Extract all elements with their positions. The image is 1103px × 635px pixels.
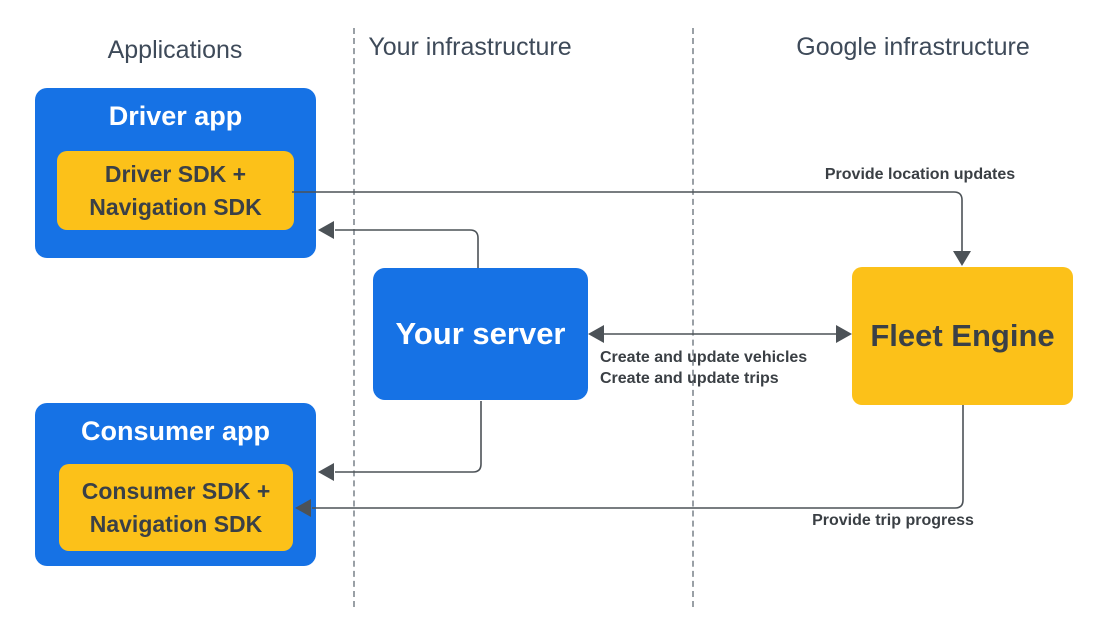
edge-your-server-to-consumer-app-line — [335, 401, 482, 473]
consumer-app-title: Consumer app — [80, 416, 271, 446]
edge-fleet-engine-to-consumer-sdk-line — [312, 405, 964, 509]
column-divider-left — [353, 28, 355, 607]
node-consumer-sdk: Consumer SDK + Navigation SDK — [59, 464, 293, 551]
node-driver-sdk: Driver SDK + Navigation SDK — [57, 151, 294, 230]
column-header-google-infrastructure: Google infrastructure — [796, 33, 1030, 61]
edge-driver-sdk-to-fleet-engine-arrowhead — [953, 251, 971, 266]
edge-label-create-update: Create and update vehicles Create and up… — [600, 347, 807, 389]
edge-your-server-to-driver-app-line — [335, 229, 479, 268]
edge-your-server-fleet-engine-right-arrowhead — [836, 325, 852, 343]
driver-sdk-line2: Navigation SDK — [89, 193, 262, 220]
edge-your-server-fleet-engine-left-arrowhead — [588, 325, 604, 343]
edge-your-server-to-driver-app-arrowhead — [318, 221, 334, 239]
edge-label-create-update-vehicles: Create and update vehicles — [600, 349, 808, 366]
edge-label-create-update-trips: Create and update trips — [600, 370, 779, 387]
edge-your-server-to-consumer-app-arrowhead — [318, 463, 334, 481]
driver-app-title: Driver app — [108, 101, 243, 131]
column-header-applications: Applications — [107, 36, 243, 64]
edge-label-provide-trip-progress: Provide trip progress — [812, 512, 974, 529]
column-header-your-infrastructure: Your infrastructure — [368, 33, 572, 61]
edge-driver-sdk-to-fleet-engine-line — [292, 191, 963, 251]
driver-sdk-line1: Driver SDK + — [104, 160, 247, 187]
node-fleet-engine: Fleet Engine — [852, 267, 1073, 405]
consumer-sdk-line1: Consumer SDK + — [81, 477, 271, 504]
column-divider-right — [692, 28, 694, 607]
fleet-engine-title: Fleet Engine — [870, 318, 1055, 353]
edge-label-provide-location-updates: Provide location updates — [824, 166, 1016, 183]
node-consumer-app: Consumer app Consumer SDK + Navigation S… — [35, 403, 316, 566]
consumer-sdk-line2: Navigation SDK — [89, 510, 263, 537]
your-server-title: Your server — [395, 316, 566, 351]
node-your-server: Your server — [373, 268, 588, 400]
node-driver-app: Driver app Driver SDK + Navigation SDK — [35, 88, 316, 258]
